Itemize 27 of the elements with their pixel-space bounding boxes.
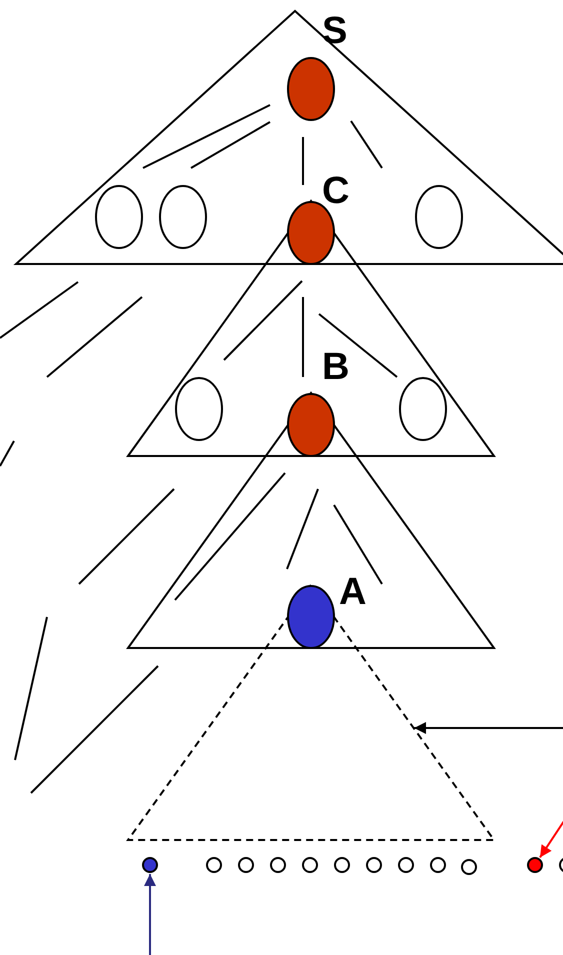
node-label: S [322, 12, 348, 50]
arrow [144, 874, 156, 955]
tree-node-ellipse [159, 185, 207, 249]
node-label: B [322, 348, 350, 386]
leaf-circle [398, 857, 414, 873]
leaf-circle [206, 857, 222, 873]
node-label: A [339, 573, 366, 611]
leaf-circle [366, 857, 382, 873]
arrow [414, 722, 563, 734]
tree-node-ellipse [415, 185, 463, 249]
leaf-circle [302, 857, 318, 873]
node-label: C [322, 172, 350, 210]
tree-node-ellipse [175, 377, 223, 441]
tree-node-ellipse [95, 185, 143, 249]
tree-node-ellipse [287, 57, 335, 121]
leaf-circle [430, 857, 446, 873]
tree-node-ellipse [399, 377, 447, 441]
leaf-circle [461, 859, 477, 875]
leaf-circle [334, 857, 350, 873]
leaf-circle [238, 857, 254, 873]
tree-node-ellipse [287, 393, 335, 457]
leaf-circle [270, 857, 286, 873]
subtree-triangle [127, 392, 495, 649]
leaf-circle [527, 857, 543, 873]
tree-node-ellipse [287, 585, 335, 649]
subtree-triangle [15, 10, 563, 265]
leaf-circle [142, 857, 158, 873]
